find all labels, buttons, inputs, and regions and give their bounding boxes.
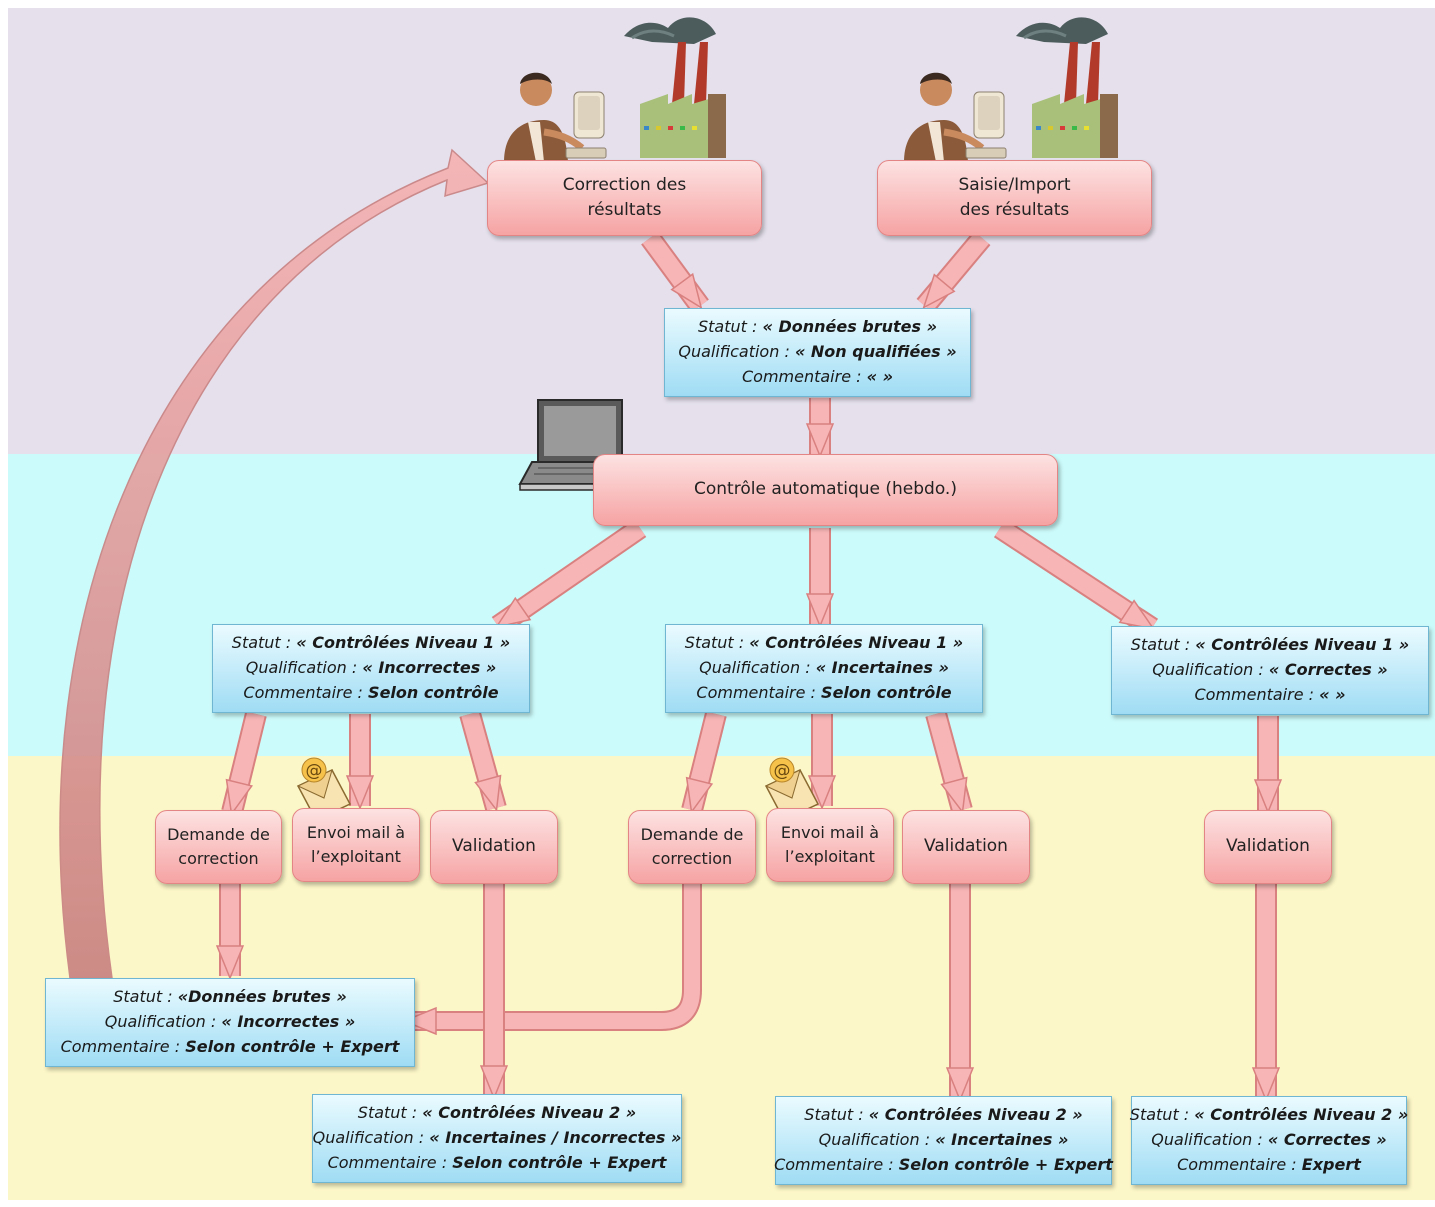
status-line: Statut : « Contrôlées Niveau 2 » bbox=[804, 1105, 1083, 1125]
validation-box-3: Validation bbox=[1204, 810, 1332, 884]
validation-label-3: Validation bbox=[1226, 836, 1310, 857]
email-icon: @ bbox=[764, 757, 820, 821]
demande-correction-box-2: Demande de correction bbox=[628, 810, 756, 884]
commentaire-line: Commentaire : « » bbox=[741, 366, 893, 386]
status-line: Statut : « Contrôlées Niveau 1 » bbox=[684, 633, 964, 653]
commentaire-line: Commentaire : Selon contrôle bbox=[243, 682, 499, 702]
commentaire-line: Commentaire : Expert bbox=[1177, 1154, 1361, 1174]
qualification-line: Qualification : « Incertaines » bbox=[818, 1130, 1069, 1150]
status-box-donnees-brutes: Statut : « Données brutes » Qualificatio… bbox=[664, 308, 971, 397]
arrow-controle-to-b3 bbox=[993, 518, 1159, 638]
status-line: Statut : « Contrôlées Niveau 2 » bbox=[1129, 1105, 1409, 1125]
status-box-donnees-brutes-incorrectes: Statut : «Données brutes » Qualification… bbox=[45, 978, 415, 1067]
envoi-mail-label-1: Envoi mail à l’exploitant bbox=[306, 823, 406, 866]
svg-text:@: @ bbox=[306, 761, 323, 781]
status-line: Statut : «Données brutes » bbox=[113, 987, 347, 1007]
status-box-niveau1-correctes: Statut : « Contrôlées Niveau 1 » Qualifi… bbox=[1111, 626, 1429, 715]
arrow-demande2-to-b4 bbox=[402, 884, 702, 1036]
validation-box-2: Validation bbox=[902, 810, 1030, 884]
commentaire-line: Commentaire : Selon contrôle + Expert bbox=[60, 1036, 400, 1056]
envoi-mail-label-2: Envoi mail à l’exploitant bbox=[780, 823, 880, 866]
svg-text:@: @ bbox=[774, 761, 791, 781]
qualification-line: Qualification : « Correctes » bbox=[1152, 660, 1388, 680]
validation-box-1: Validation bbox=[430, 810, 558, 884]
arrow-b2-to-validation2 bbox=[925, 711, 973, 814]
status-line: Statut : « Données brutes » bbox=[697, 317, 938, 337]
status-box-niveau2-incertaines: Statut : « Contrôlées Niveau 2 » Qualifi… bbox=[774, 1096, 1113, 1185]
arrow-b1-to-demande1 bbox=[221, 711, 267, 816]
operator-icon bbox=[904, 72, 1007, 162]
envoi-mail-box-2: Envoi mail à l’exploitant bbox=[766, 808, 894, 882]
correction-box-label: Correction des résultats bbox=[562, 174, 687, 221]
qualification-line: Qualification : « Non qualifiées » bbox=[678, 342, 957, 362]
demande-correction-label-1: Demande de correction bbox=[167, 825, 270, 868]
demande-correction-label-2: Demande de correction bbox=[640, 825, 744, 868]
envoi-mail-box-1: Envoi mail à l’exploitant bbox=[292, 808, 420, 882]
arrow-controle-to-b1 bbox=[491, 518, 647, 636]
arrow-b2-to-demande2 bbox=[681, 711, 727, 814]
saisie-import-box-label: Saisie/Import des résultats bbox=[958, 174, 1071, 221]
commentaire-line: Commentaire : « » bbox=[1194, 684, 1346, 704]
status-line: Statut : « Contrôlées Niveau 2 » bbox=[357, 1103, 637, 1123]
arrow-saisie-to-b0 bbox=[916, 230, 991, 314]
factory-icon bbox=[1016, 17, 1118, 158]
commentaire-line: Commentaire : Selon contrôle + Expert bbox=[327, 1152, 667, 1172]
qualification-line: Qualification : « Incertaines » bbox=[699, 658, 949, 678]
status-box-niveau2-incertaines-incorrectes: Statut : « Contrôlées Niveau 2 » Qualifi… bbox=[312, 1094, 682, 1183]
status-box-niveau1-incertaines: Statut : « Contrôlées Niveau 1 » Qualifi… bbox=[665, 624, 983, 713]
validation-label-1: Validation bbox=[452, 836, 536, 857]
qualification-line: Qualification : « Incertaines / Incorrec… bbox=[312, 1128, 682, 1148]
correction-box: Correction des résultats bbox=[487, 160, 762, 236]
status-line: Statut : « Contrôlées Niveau 1 » bbox=[1130, 635, 1410, 655]
demande-correction-box-1: Demande de correction bbox=[155, 810, 282, 884]
qualification-line: Qualification : « Incorrectes » bbox=[245, 658, 497, 678]
operator-icon bbox=[504, 72, 607, 162]
arrow-correction-to-b0 bbox=[641, 231, 709, 313]
commentaire-line: Commentaire : Selon contrôle bbox=[696, 682, 952, 702]
controle-automatique-box: Contrôle automatique (hebdo.) bbox=[593, 454, 1058, 526]
validation-label-2: Validation bbox=[924, 836, 1008, 857]
saisie-import-box: Saisie/Import des résultats bbox=[877, 160, 1152, 236]
status-line: Statut : « Contrôlées Niveau 1 » bbox=[231, 633, 511, 653]
arrow-b1-to-validation1 bbox=[459, 711, 507, 812]
commentaire-line: Commentaire : Selon contrôle + Expert bbox=[774, 1154, 1113, 1174]
status-box-niveau2-correctes: Statut : « Contrôlées Niveau 2 » Qualifi… bbox=[1129, 1096, 1409, 1185]
controle-automatique-label: Contrôle automatique (hebdo.) bbox=[694, 479, 957, 500]
factory-icon bbox=[624, 17, 726, 158]
qualification-line: Qualification : « Correctes » bbox=[1151, 1130, 1387, 1150]
qualification-line: Qualification : « Incorrectes » bbox=[104, 1012, 356, 1032]
status-box-niveau1-incorrectes: Statut : « Contrôlées Niveau 1 » Qualifi… bbox=[212, 624, 530, 713]
